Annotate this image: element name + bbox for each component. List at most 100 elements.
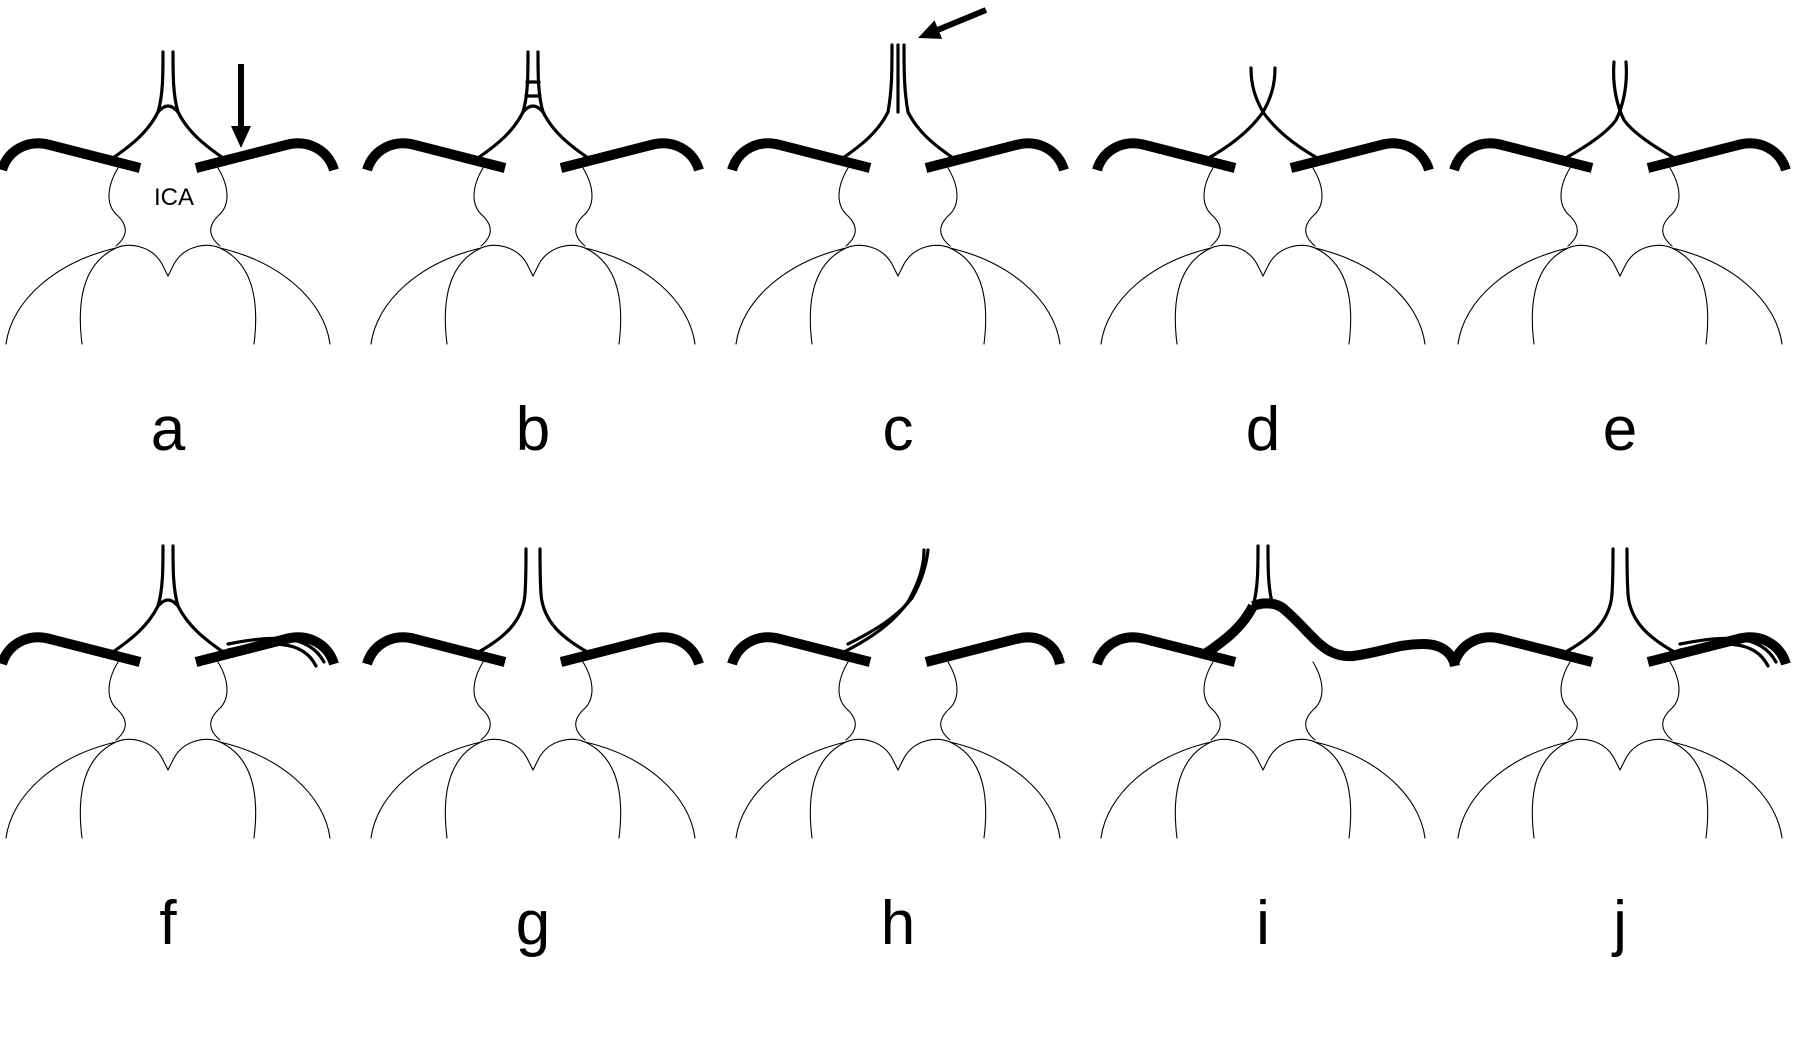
left-p1-pca (1531, 244, 1621, 345)
right-a1-a2 (538, 547, 593, 656)
panel-label-b: b (516, 395, 550, 464)
acom (1251, 598, 1275, 608)
left-p1-pca (444, 738, 534, 839)
right-pca (1671, 741, 1783, 839)
left-pca (370, 741, 482, 839)
panel-b: b (362, 50, 704, 464)
panel-label-h: h (881, 889, 915, 958)
right-a1-duplicate-lower (226, 642, 318, 668)
right-p1-pca (897, 738, 987, 839)
left-a1-a2 (473, 547, 528, 656)
panel-g: g (362, 547, 704, 958)
left-a2 (156, 50, 165, 114)
right-a1-a2 (1612, 60, 1680, 162)
right-p1-pca (167, 738, 257, 839)
arrow-right-a1-head (231, 126, 251, 148)
left-pca (735, 741, 847, 839)
right-ica-mca (559, 138, 704, 173)
right-p1-pca (532, 244, 622, 345)
left-pcomm (1560, 167, 1578, 247)
left-ica-mca (1449, 632, 1594, 667)
left-ica-mca (1092, 138, 1237, 173)
right-a2 (902, 43, 910, 114)
right-pcomm (1662, 661, 1680, 741)
right-pcomm (940, 167, 958, 247)
right-pcomm (575, 661, 593, 741)
left-p1-pca (809, 244, 899, 345)
panel-label-a: a (151, 395, 186, 464)
left-p1-pca (79, 244, 169, 345)
right-pca (219, 247, 331, 345)
left-a1 (838, 110, 890, 162)
left-pca (1457, 247, 1569, 345)
left-a2-inner (846, 548, 930, 646)
left-pca (1457, 741, 1569, 839)
panel-h: h (727, 548, 1065, 958)
left-pca (735, 247, 847, 345)
right-a1-a2 (1625, 547, 1680, 656)
right-a2 (536, 50, 545, 114)
left-pcomm (838, 167, 856, 247)
left-a2 (886, 43, 894, 114)
right-p1-pca (167, 244, 257, 345)
left-a1 (1202, 603, 1258, 659)
panel-label-g: g (516, 889, 550, 958)
right-ica-mca (1646, 138, 1791, 173)
right-pca (584, 741, 696, 839)
left-pca (5, 741, 117, 839)
left-p1-pca (444, 244, 534, 345)
panel-label-j: j (1611, 889, 1627, 958)
right-ica-mca (559, 632, 704, 667)
left-pcomm (108, 661, 126, 741)
left-a1 (108, 604, 160, 656)
right-pca (949, 247, 1061, 345)
left-pca (370, 247, 482, 345)
acom (156, 598, 180, 608)
left-pcomm (473, 661, 491, 741)
right-a2 (171, 50, 180, 114)
right-pcomm (210, 661, 228, 741)
left-a1 (473, 110, 525, 162)
left-p1-pca (1174, 738, 1264, 839)
left-ica-mca (1092, 632, 1237, 667)
panel-label-f: f (159, 889, 177, 958)
acom (156, 104, 180, 114)
right-a1-duplicate-lower (1678, 642, 1770, 668)
right-a2 (1266, 544, 1275, 608)
ica-annotation: ICA (154, 184, 194, 211)
left-a2-outer (838, 548, 926, 656)
panel-d: d (1092, 66, 1434, 464)
left-a2 (521, 50, 530, 114)
left-ica-mca (1449, 138, 1594, 173)
right-loop-mca (1251, 598, 1460, 668)
panel-label-d: d (1246, 395, 1280, 464)
left-a1-a2 (1560, 60, 1628, 162)
right-ica-mca (1289, 138, 1434, 173)
left-ica-mca (362, 138, 507, 173)
right-p1-pca (1262, 244, 1352, 345)
right-p1-pca (532, 738, 622, 839)
right-a1 (541, 110, 593, 162)
right-a1 (176, 604, 228, 656)
panel-j: j (1449, 547, 1791, 958)
acom (521, 104, 545, 114)
left-ica-mca (727, 138, 872, 173)
left-pca (1100, 247, 1212, 345)
left-a1 (108, 110, 160, 162)
left-p1-pca (809, 738, 899, 839)
right-ica-mca (924, 138, 1069, 173)
right-pca (1314, 247, 1426, 345)
left-a1-a2 (1560, 547, 1615, 656)
panel-label-c: c (883, 395, 914, 464)
right-pca (949, 741, 1061, 839)
right-p1-pca (897, 244, 987, 345)
right-p1-pca (1262, 738, 1352, 839)
arrow-aca-top-head (918, 20, 943, 39)
left-ica-mca (727, 632, 872, 667)
right-a1 (176, 110, 228, 162)
left-a2 (156, 544, 165, 608)
right-pca (584, 247, 696, 345)
left-pcomm (1203, 661, 1221, 741)
left-pcomm (838, 661, 856, 741)
